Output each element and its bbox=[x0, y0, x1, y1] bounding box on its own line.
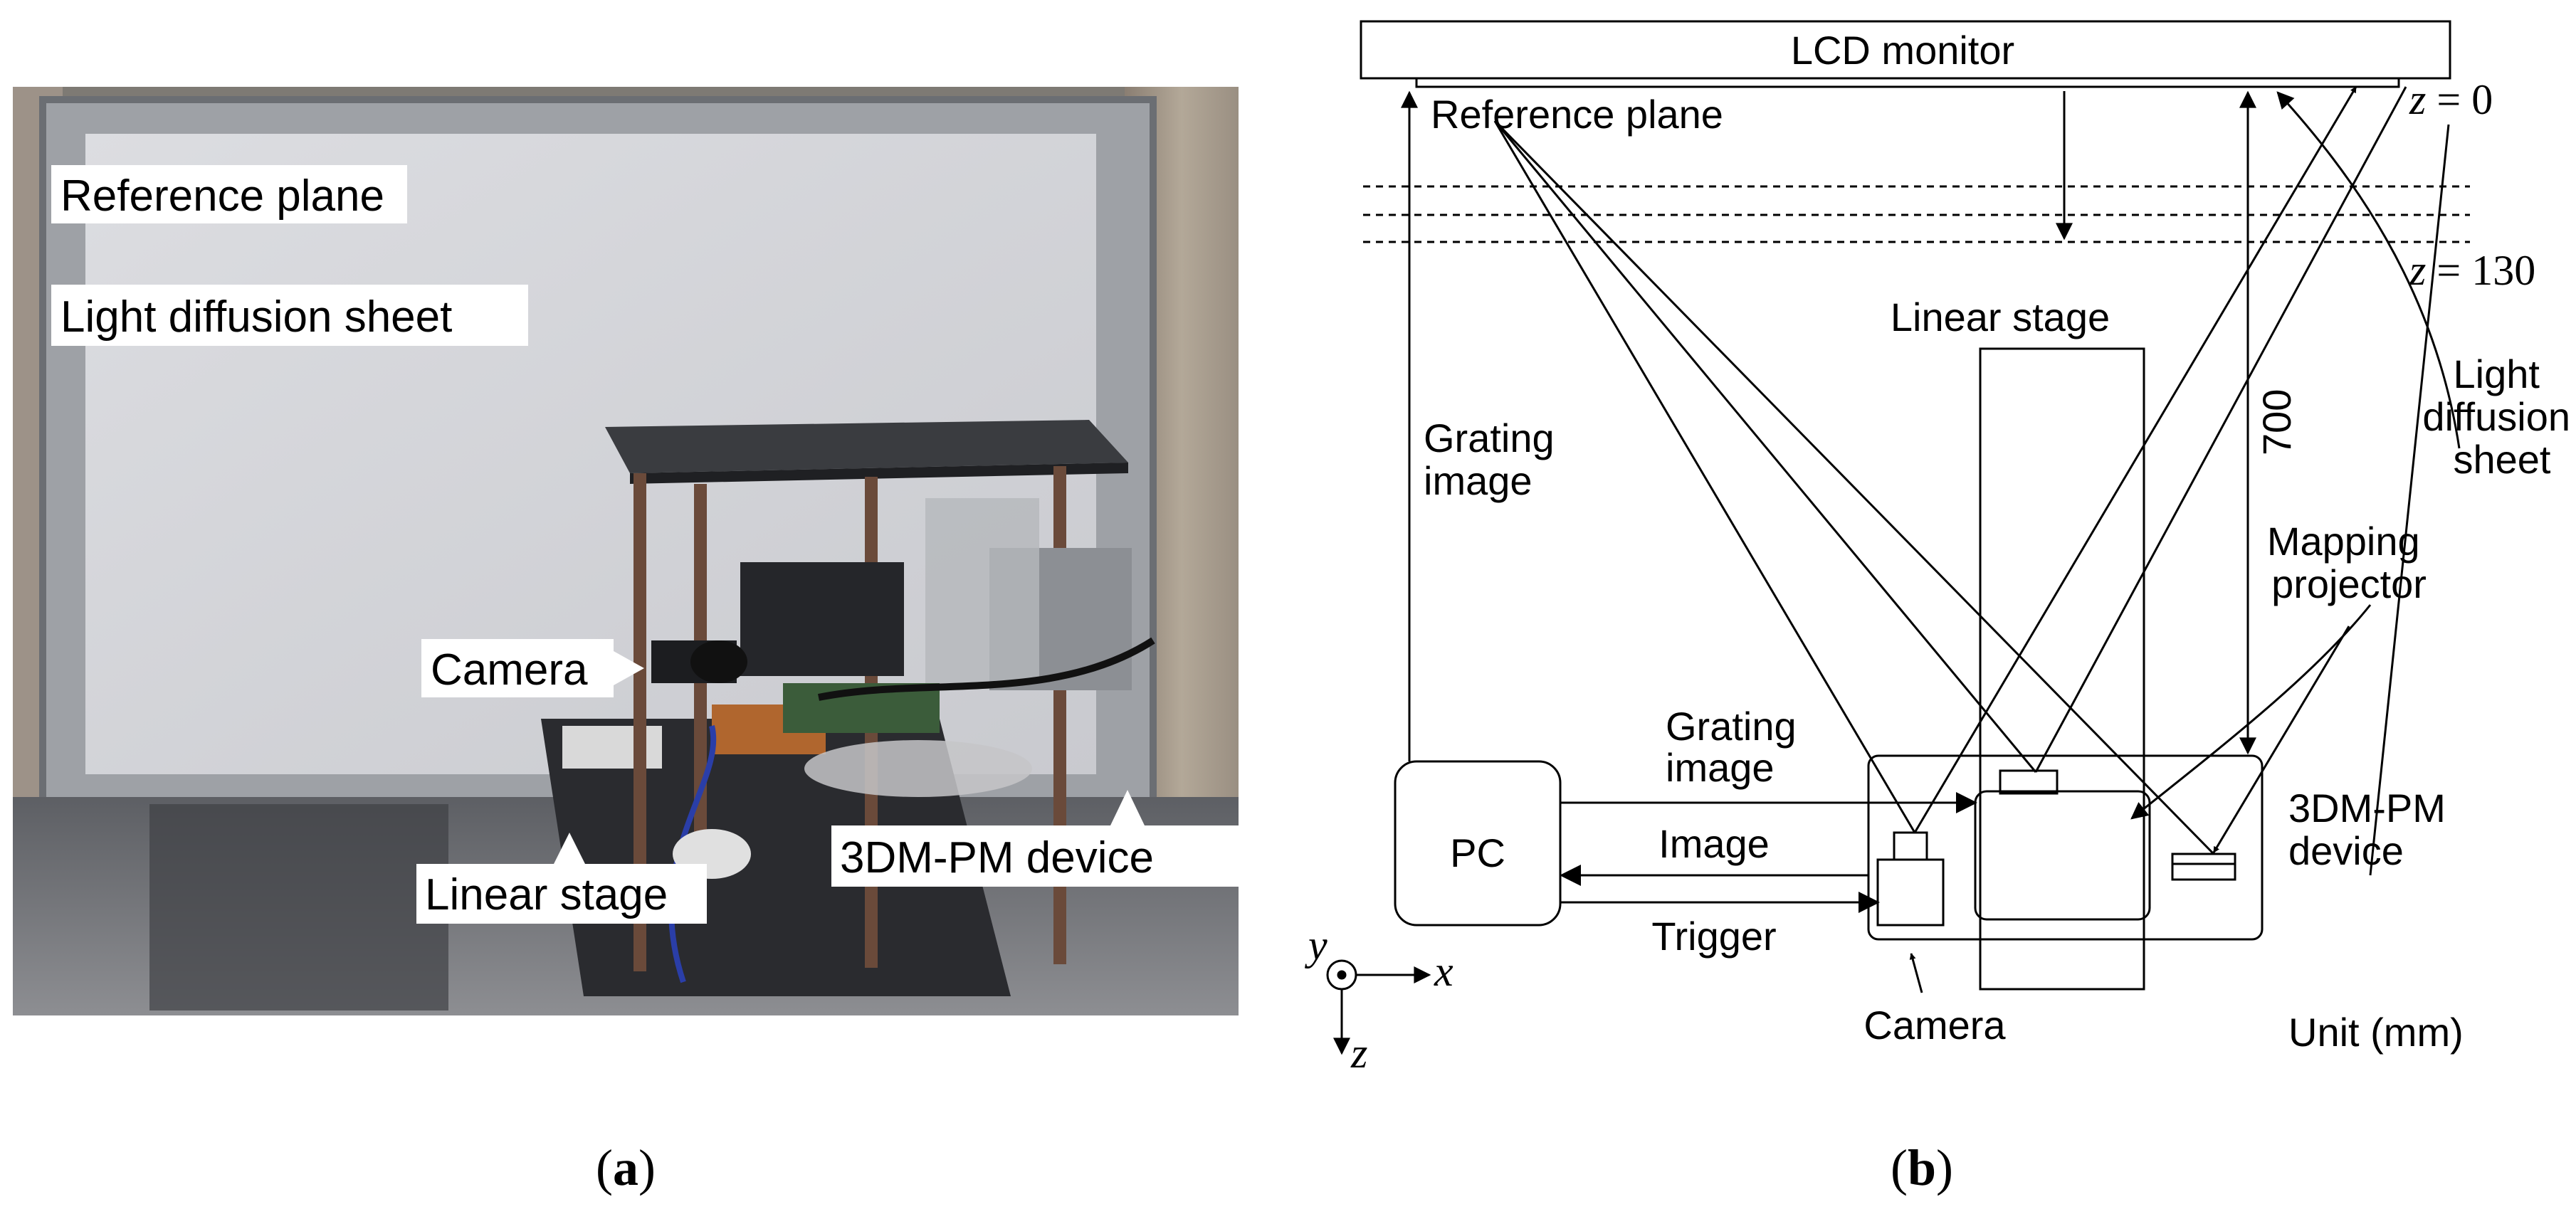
axis-y-label: y bbox=[1304, 922, 1328, 969]
z130-label: z = 130 bbox=[2409, 247, 2535, 294]
light-diffusion-pointer bbox=[2276, 91, 2461, 449]
reference-plane-bar bbox=[1415, 77, 2400, 88]
caption-b: (b) bbox=[1891, 1139, 1953, 1196]
camera-lens bbox=[1893, 831, 1928, 861]
camera-body bbox=[1876, 858, 1945, 927]
distance-700-label: 700 bbox=[2254, 389, 2299, 455]
reference-plane-label: Reference plane bbox=[1431, 92, 1723, 137]
light-diffusion-label: Light diffusion sheet bbox=[2422, 352, 2576, 482]
trigger-label: Trigger bbox=[1651, 914, 1776, 959]
device-label: 3DM-PM device bbox=[2288, 786, 2456, 873]
linear-stage-label: Linear stage bbox=[1891, 295, 2110, 339]
camera-label: Camera bbox=[1863, 1003, 2006, 1048]
svg-text:Light diffusion sheet: Light diffusion sheet bbox=[61, 292, 452, 342]
schematic-panel bbox=[1326, 20, 2470, 1055]
axis-z-label: z bbox=[1350, 1030, 1367, 1077]
projector-lens bbox=[1999, 769, 2059, 795]
camera-label-pointer bbox=[1909, 953, 1923, 993]
photo-label-device: 3DM-PM device bbox=[831, 790, 1258, 887]
image-label: Image bbox=[1658, 821, 1770, 866]
mapping-projector-small bbox=[2171, 853, 2236, 881]
z0-label: z = 0 bbox=[2409, 76, 2493, 123]
unit-label: Unit (mm) bbox=[2288, 1010, 2464, 1055]
axis-x-label: x bbox=[1434, 948, 1453, 995]
grating-image-mid-label: Grating image bbox=[1666, 704, 1807, 790]
device-box bbox=[1867, 754, 2264, 941]
photo-label-reference-plane: Reference plane bbox=[51, 165, 407, 223]
pc-box bbox=[1394, 760, 1562, 927]
projector-body bbox=[1974, 790, 2151, 921]
pc-label: PC bbox=[1450, 830, 1505, 875]
mapping-projector-label: Mapping projector bbox=[2267, 519, 2431, 606]
linear-stage-box bbox=[1979, 347, 2145, 991]
schematic-labels: LCD monitor Reference plane z = 0 z = 13… bbox=[1304, 28, 2576, 1077]
lcd-monitor-label: LCD monitor bbox=[1791, 28, 2014, 73]
photo-panel bbox=[13, 87, 1239, 1015]
photo-label-camera: Camera bbox=[421, 639, 644, 697]
caption-a: (a) bbox=[596, 1139, 656, 1196]
svg-text:Linear stage: Linear stage bbox=[425, 870, 668, 919]
svg-text:Camera: Camera bbox=[431, 645, 588, 695]
photo-label-linear-stage: Linear stage bbox=[416, 833, 707, 924]
photo-label-light-diffusion-sheet: Light diffusion sheet bbox=[51, 285, 528, 346]
mapping-projector-small-pointer bbox=[2212, 626, 2350, 853]
svg-text:3DM-PM device: 3DM-PM device bbox=[840, 833, 1154, 882]
svg-text:Reference plane: Reference plane bbox=[61, 171, 384, 221]
grating-image-left-label: Grating image bbox=[1424, 416, 1565, 503]
